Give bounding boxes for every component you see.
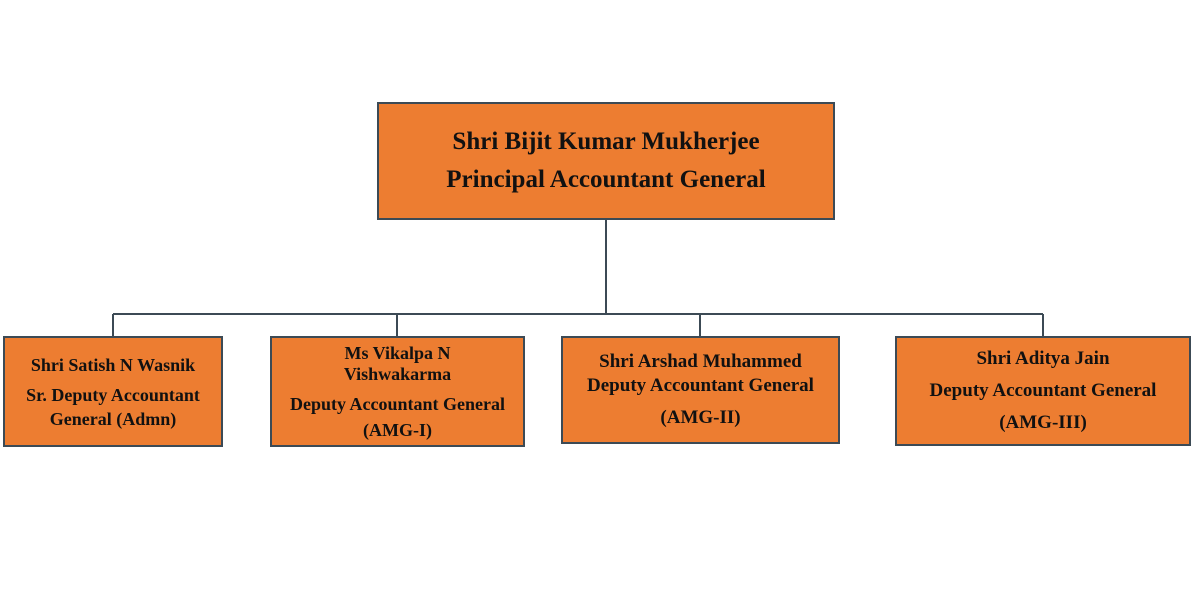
child-2-name-line2: Vishwakarma [343, 363, 452, 384]
sr-deputy-ag-admn-box: Shri Satish N Wasnik Sr. Deputy Accounta… [3, 336, 223, 447]
deputy-ag-amg-iii-box: Shri Aditya Jain Deputy Accountant Gener… [895, 336, 1191, 446]
child-4-name: Shri Aditya Jain [976, 348, 1110, 369]
child-2-title: Deputy Accountant General [290, 393, 505, 414]
child-3-unit: (AMG-II) [660, 407, 741, 428]
child-4-title: Deputy Accountant General [929, 380, 1157, 401]
deputy-ag-amg-ii-box: Shri Arshad Muhammed Deputy Accountant G… [561, 336, 840, 444]
child-3-name: Shri Arshad Muhammed [599, 351, 802, 372]
root-name: Shri Bijit Kumar Mukherjee [452, 128, 760, 155]
child-1-title-line2: General (Admn) [49, 408, 177, 429]
child-2-name-line1: Ms Vikalpa N [344, 342, 451, 363]
child-2-unit: (AMG-I) [363, 419, 432, 440]
principal-accountant-general-box: Shri Bijit Kumar Mukherjee Principal Acc… [377, 102, 835, 220]
root-title: Principal Accountant General [446, 166, 766, 193]
child-1-name: Shri Satish N Wasnik [30, 354, 196, 375]
child-3-title: Deputy Accountant General [587, 375, 814, 396]
deputy-ag-amg-i-box: Ms Vikalpa N Vishwakarma Deputy Accounta… [270, 336, 525, 447]
child-1-title-line1: Sr. Deputy Accountant [26, 384, 200, 405]
child-4-unit: (AMG-III) [999, 412, 1087, 433]
